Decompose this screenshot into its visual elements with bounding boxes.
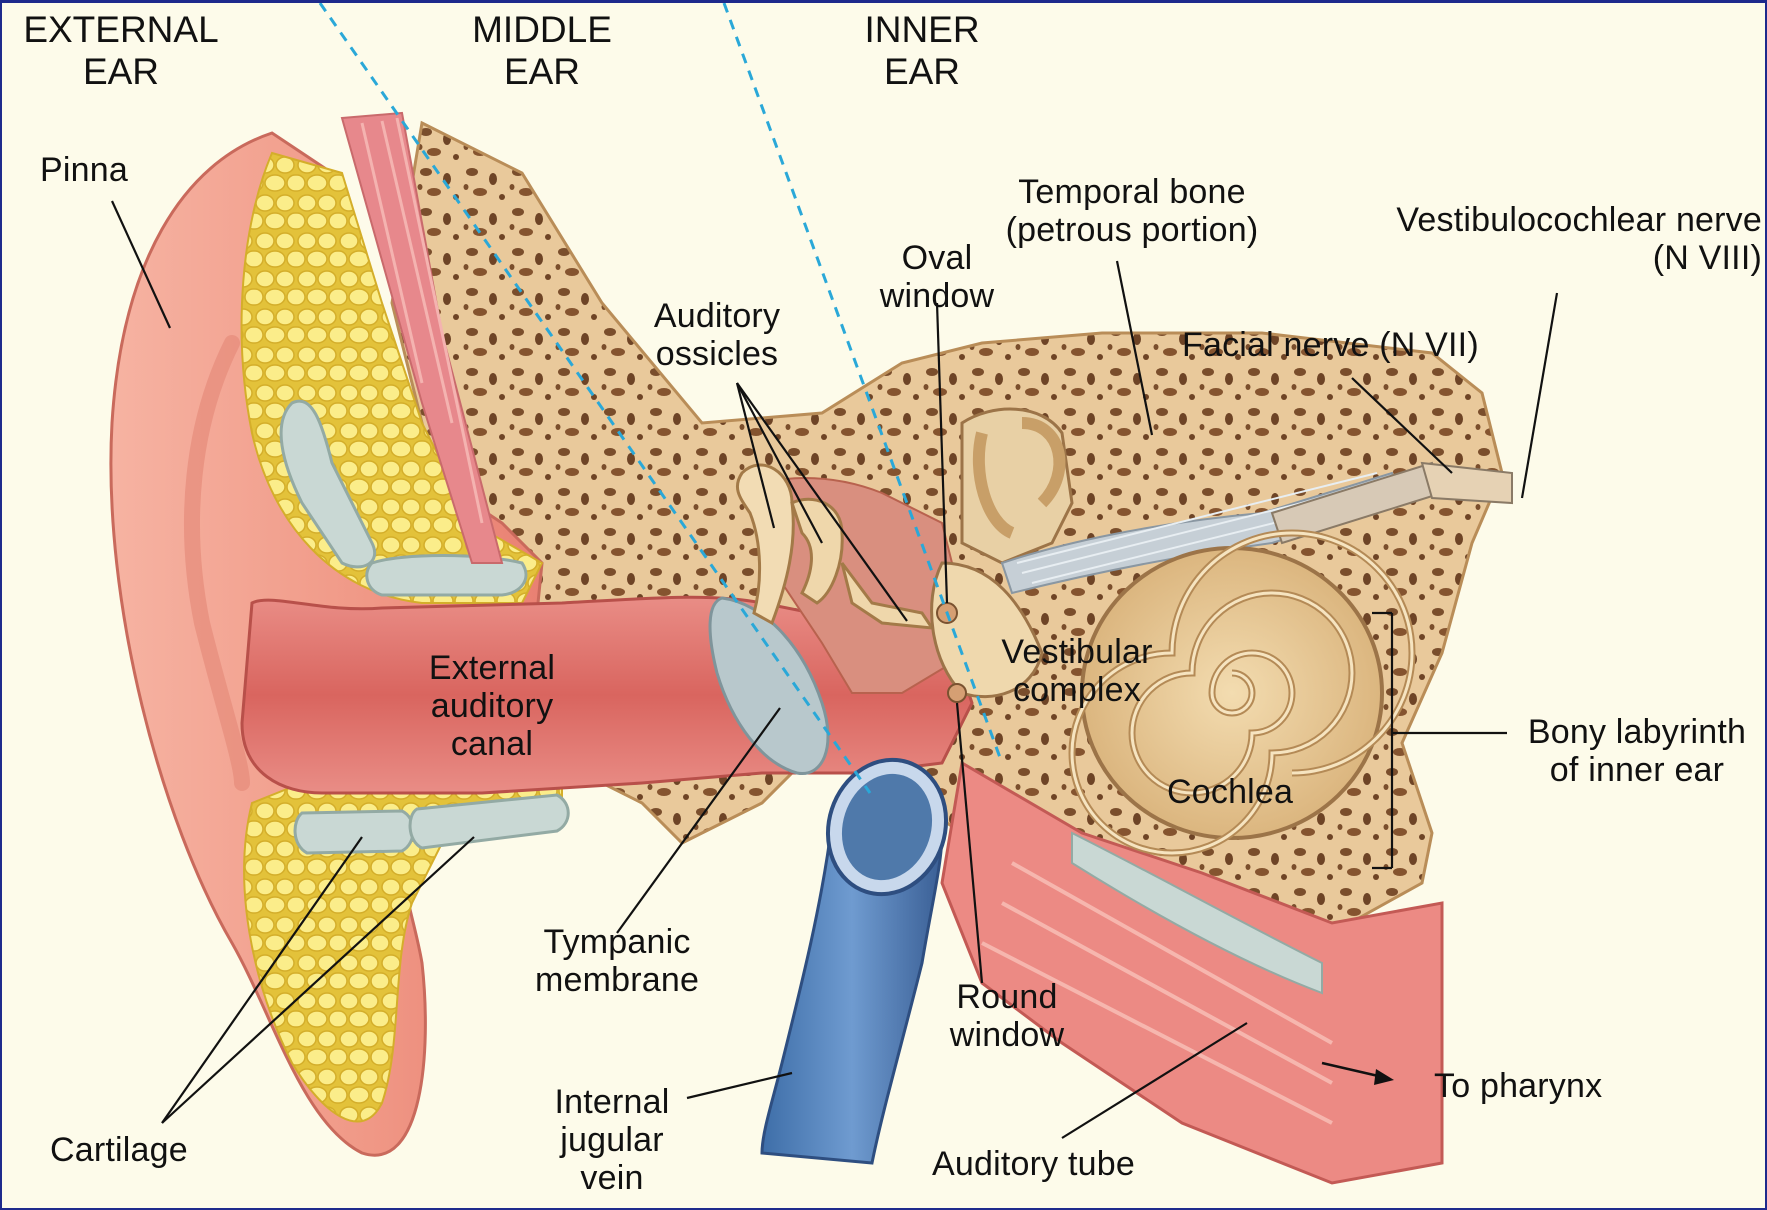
label-auditory-tube: Auditory tube xyxy=(932,1145,1135,1183)
label-round-window: Round window xyxy=(927,978,1087,1054)
label-pinna: Pinna xyxy=(40,151,128,189)
region-inner-ear: INNER EAR xyxy=(837,9,1007,93)
label-internal-jugular-vein: Internal jugular vein xyxy=(532,1083,692,1197)
ear-illustration xyxy=(2,3,1765,1208)
label-bony-labyrinth: Bony labyrinth of inner ear xyxy=(1507,713,1767,789)
region-middle-ear: MIDDLE EAR xyxy=(447,9,637,93)
round-window-shape xyxy=(948,684,966,702)
label-oval-window: Oval window xyxy=(862,239,1012,315)
label-temporal-bone: Temporal bone (petrous portion) xyxy=(972,173,1292,249)
label-to-pharynx: To pharynx xyxy=(1434,1067,1602,1105)
label-vestibulocochlear-nerve: Vestibulocochlear nerve (N VIII) xyxy=(1342,201,1762,277)
label-vestibular-complex: Vestibular complex xyxy=(977,633,1177,709)
label-tympanic-membrane: Tympanic membrane xyxy=(517,923,717,999)
label-auditory-ossicles: Auditory ossicles xyxy=(632,297,802,373)
label-cartilage: Cartilage xyxy=(50,1131,188,1169)
region-external-ear: EXTERNAL EAR xyxy=(16,9,226,93)
label-external-auditory-canal: External auditory canal xyxy=(402,649,582,763)
label-cochlea: Cochlea xyxy=(1167,773,1293,811)
label-facial-nerve: Facial nerve (N VII) xyxy=(1182,326,1479,364)
